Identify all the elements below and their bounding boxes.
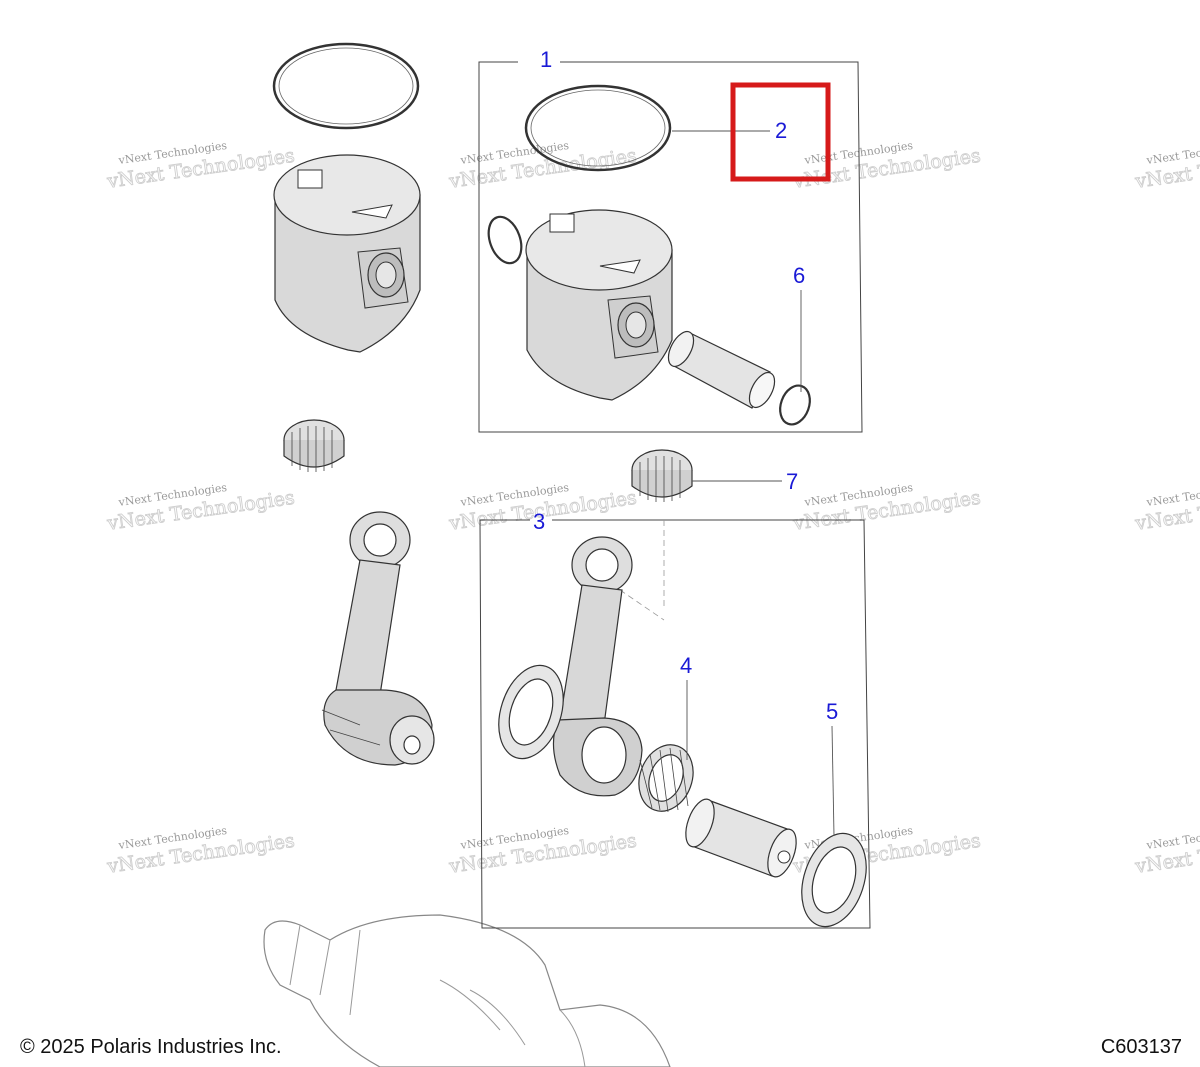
big-end-needle-bearing: [638, 744, 694, 813]
connecting-rod: [552, 536, 643, 797]
piston-kit-box: [478, 61, 863, 433]
callout-6[interactable]: 6: [793, 263, 805, 288]
reference-crankshaft: [263, 914, 671, 1067]
leader-lines: [672, 130, 835, 837]
piston-pin: [667, 330, 776, 409]
reference-piston-ring: [272, 42, 420, 130]
figure-code: C603137: [1100, 1036, 1182, 1058]
callout-5[interactable]: 5: [826, 699, 838, 724]
thrust-washer-right: [801, 832, 867, 928]
copyright-notice: © 2025 Polaris Industries Inc.: [20, 1036, 282, 1058]
piston-ring: [524, 84, 672, 172]
reference-connecting-rod: [321, 511, 435, 766]
connecting-rod-kit-box: [479, 519, 871, 929]
reference-needle-bearing: [283, 419, 345, 472]
callout-7[interactable]: 7: [786, 469, 798, 494]
piston-pin-clip-left: [487, 215, 523, 265]
callout-4[interactable]: 4: [680, 653, 692, 678]
small-end-needle-bearing: [631, 449, 693, 502]
callout-1[interactable]: 1: [540, 47, 552, 72]
piston-pin-clip: [779, 384, 811, 426]
reference-piston: [273, 154, 421, 353]
crank-pin: [685, 798, 797, 878]
piston: [525, 209, 673, 401]
thrust-washer-left: [498, 664, 564, 760]
callout-3[interactable]: 3: [533, 509, 545, 534]
highlight-box: [730, 82, 831, 182]
callout-2[interactable]: 2: [775, 118, 787, 143]
